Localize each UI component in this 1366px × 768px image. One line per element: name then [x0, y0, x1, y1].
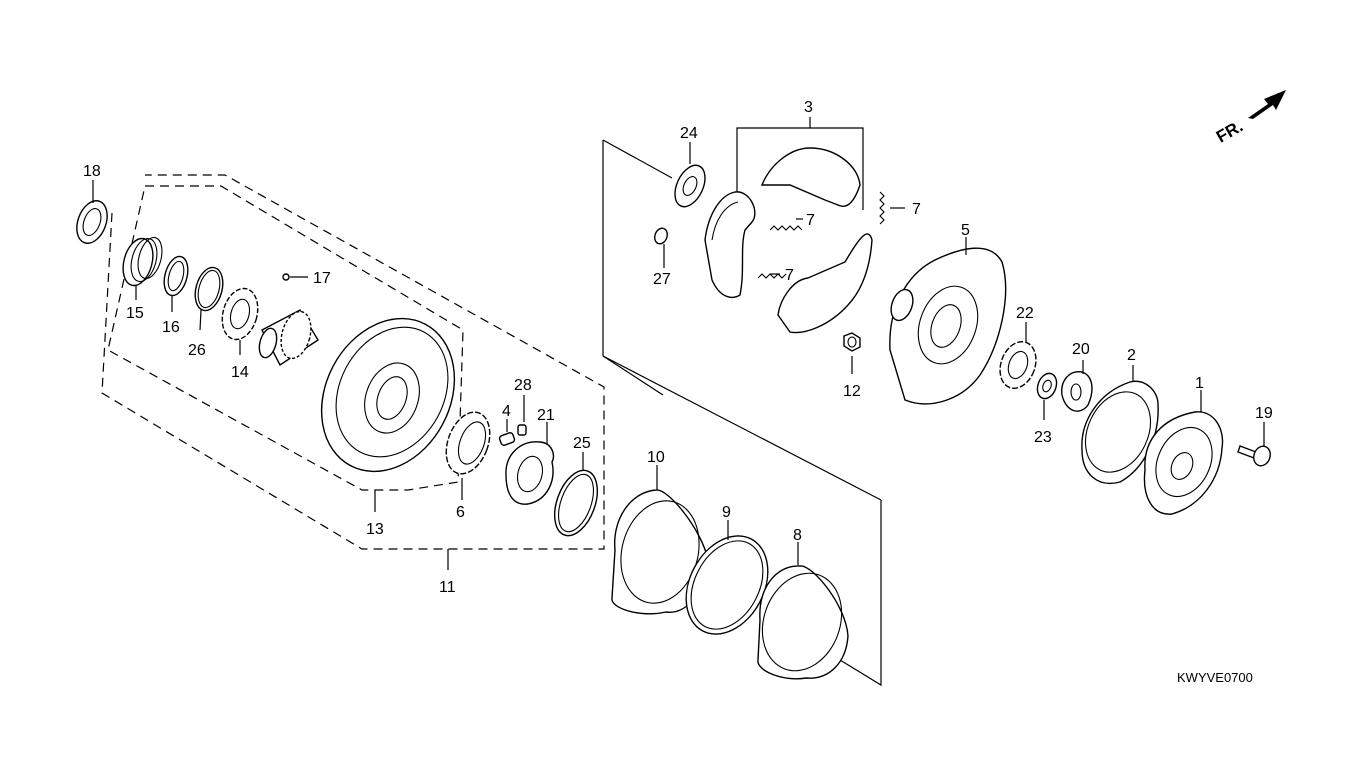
label-part-28: 28: [514, 377, 532, 394]
label-part-24: 24: [680, 125, 698, 142]
part-24-washer[interactable]: [669, 142, 711, 211]
part-6-one-way-clutch[interactable]: [438, 406, 497, 500]
part-13-clutch-outer[interactable]: [256, 295, 480, 494]
label-part-9: 9: [722, 504, 731, 521]
label-part-7c: 7: [912, 201, 921, 218]
part-1-cover[interactable]: [1143, 390, 1224, 515]
label-part-6: 6: [456, 504, 465, 521]
label-part-21: 21: [537, 407, 555, 424]
part-22-gear[interactable]: [994, 322, 1042, 393]
part-14-lock-washer[interactable]: [217, 284, 263, 355]
part-19-bolt[interactable]: [1237, 422, 1273, 468]
part-26-circlip[interactable]: [191, 264, 228, 331]
diagram-code: KWYVE0700: [1177, 670, 1253, 685]
label-part-13: 13: [366, 521, 384, 538]
part-16-spring-ring[interactable]: [160, 254, 192, 312]
part-18-washer[interactable]: [71, 180, 112, 247]
label-part-11: 11: [439, 579, 456, 596]
part-2-gasket[interactable]: [1073, 365, 1163, 484]
part-7-spring-a[interactable]: [769, 218, 803, 231]
part-5-drive-plate[interactable]: [887, 237, 1007, 405]
part-27-ring[interactable]: [653, 226, 670, 268]
label-part-2: 2: [1127, 347, 1136, 364]
part-15-spring[interactable]: [118, 235, 166, 300]
label-part-23: 23: [1034, 429, 1052, 446]
part-7-spring-b[interactable]: [757, 273, 787, 279]
part-12-nut[interactable]: [843, 332, 861, 374]
label-part-5: 5: [961, 222, 970, 239]
part-labels: 1 2 3 4 5 6 7 7 7 8 9 10 11 12 13 14 15 …: [83, 99, 1273, 596]
part-9-o-ring[interactable]: [670, 520, 784, 648]
label-part-7a: 7: [806, 212, 815, 229]
label-part-7b: 7: [785, 267, 794, 284]
label-part-14: 14: [231, 364, 249, 381]
part-23-washer[interactable]: [1034, 371, 1060, 420]
label-part-10: 10: [647, 449, 665, 466]
label-part-15: 15: [126, 305, 144, 322]
label-part-8: 8: [793, 527, 802, 544]
label-part-12: 12: [843, 383, 861, 400]
label-part-26: 26: [188, 342, 206, 359]
clutch-group-boundary: [602, 117, 882, 687]
part-8-cover[interactable]: [749, 542, 855, 682]
label-part-22: 22: [1016, 305, 1034, 322]
part-25-circlip[interactable]: [547, 452, 606, 541]
label-part-20: 20: [1072, 341, 1090, 358]
label-part-4: 4: [502, 403, 511, 420]
part-20-nut[interactable]: [1061, 360, 1093, 412]
label-part-17: 17: [313, 270, 331, 287]
label-part-27: 27: [653, 271, 671, 288]
label-part-3: 3: [804, 99, 813, 116]
label-part-25: 25: [573, 435, 591, 452]
label-part-19: 19: [1255, 405, 1273, 422]
part-3-clutch-shoes[interactable]: [704, 147, 873, 334]
part-4-spring[interactable]: [498, 419, 516, 446]
part-21-plate[interactable]: [505, 422, 555, 505]
part-17-ball[interactable]: [282, 273, 308, 281]
label-part-16: 16: [162, 319, 180, 336]
part-28-pin[interactable]: [517, 395, 527, 436]
label-part-1: 1: [1195, 375, 1204, 392]
part-7-spring-c[interactable]: [879, 191, 905, 225]
assembly-11-boundary: [101, 174, 605, 570]
front-direction-arrow: FR.: [1213, 90, 1286, 147]
label-part-18: 18: [83, 163, 101, 180]
fr-label: FR.: [1213, 116, 1246, 146]
